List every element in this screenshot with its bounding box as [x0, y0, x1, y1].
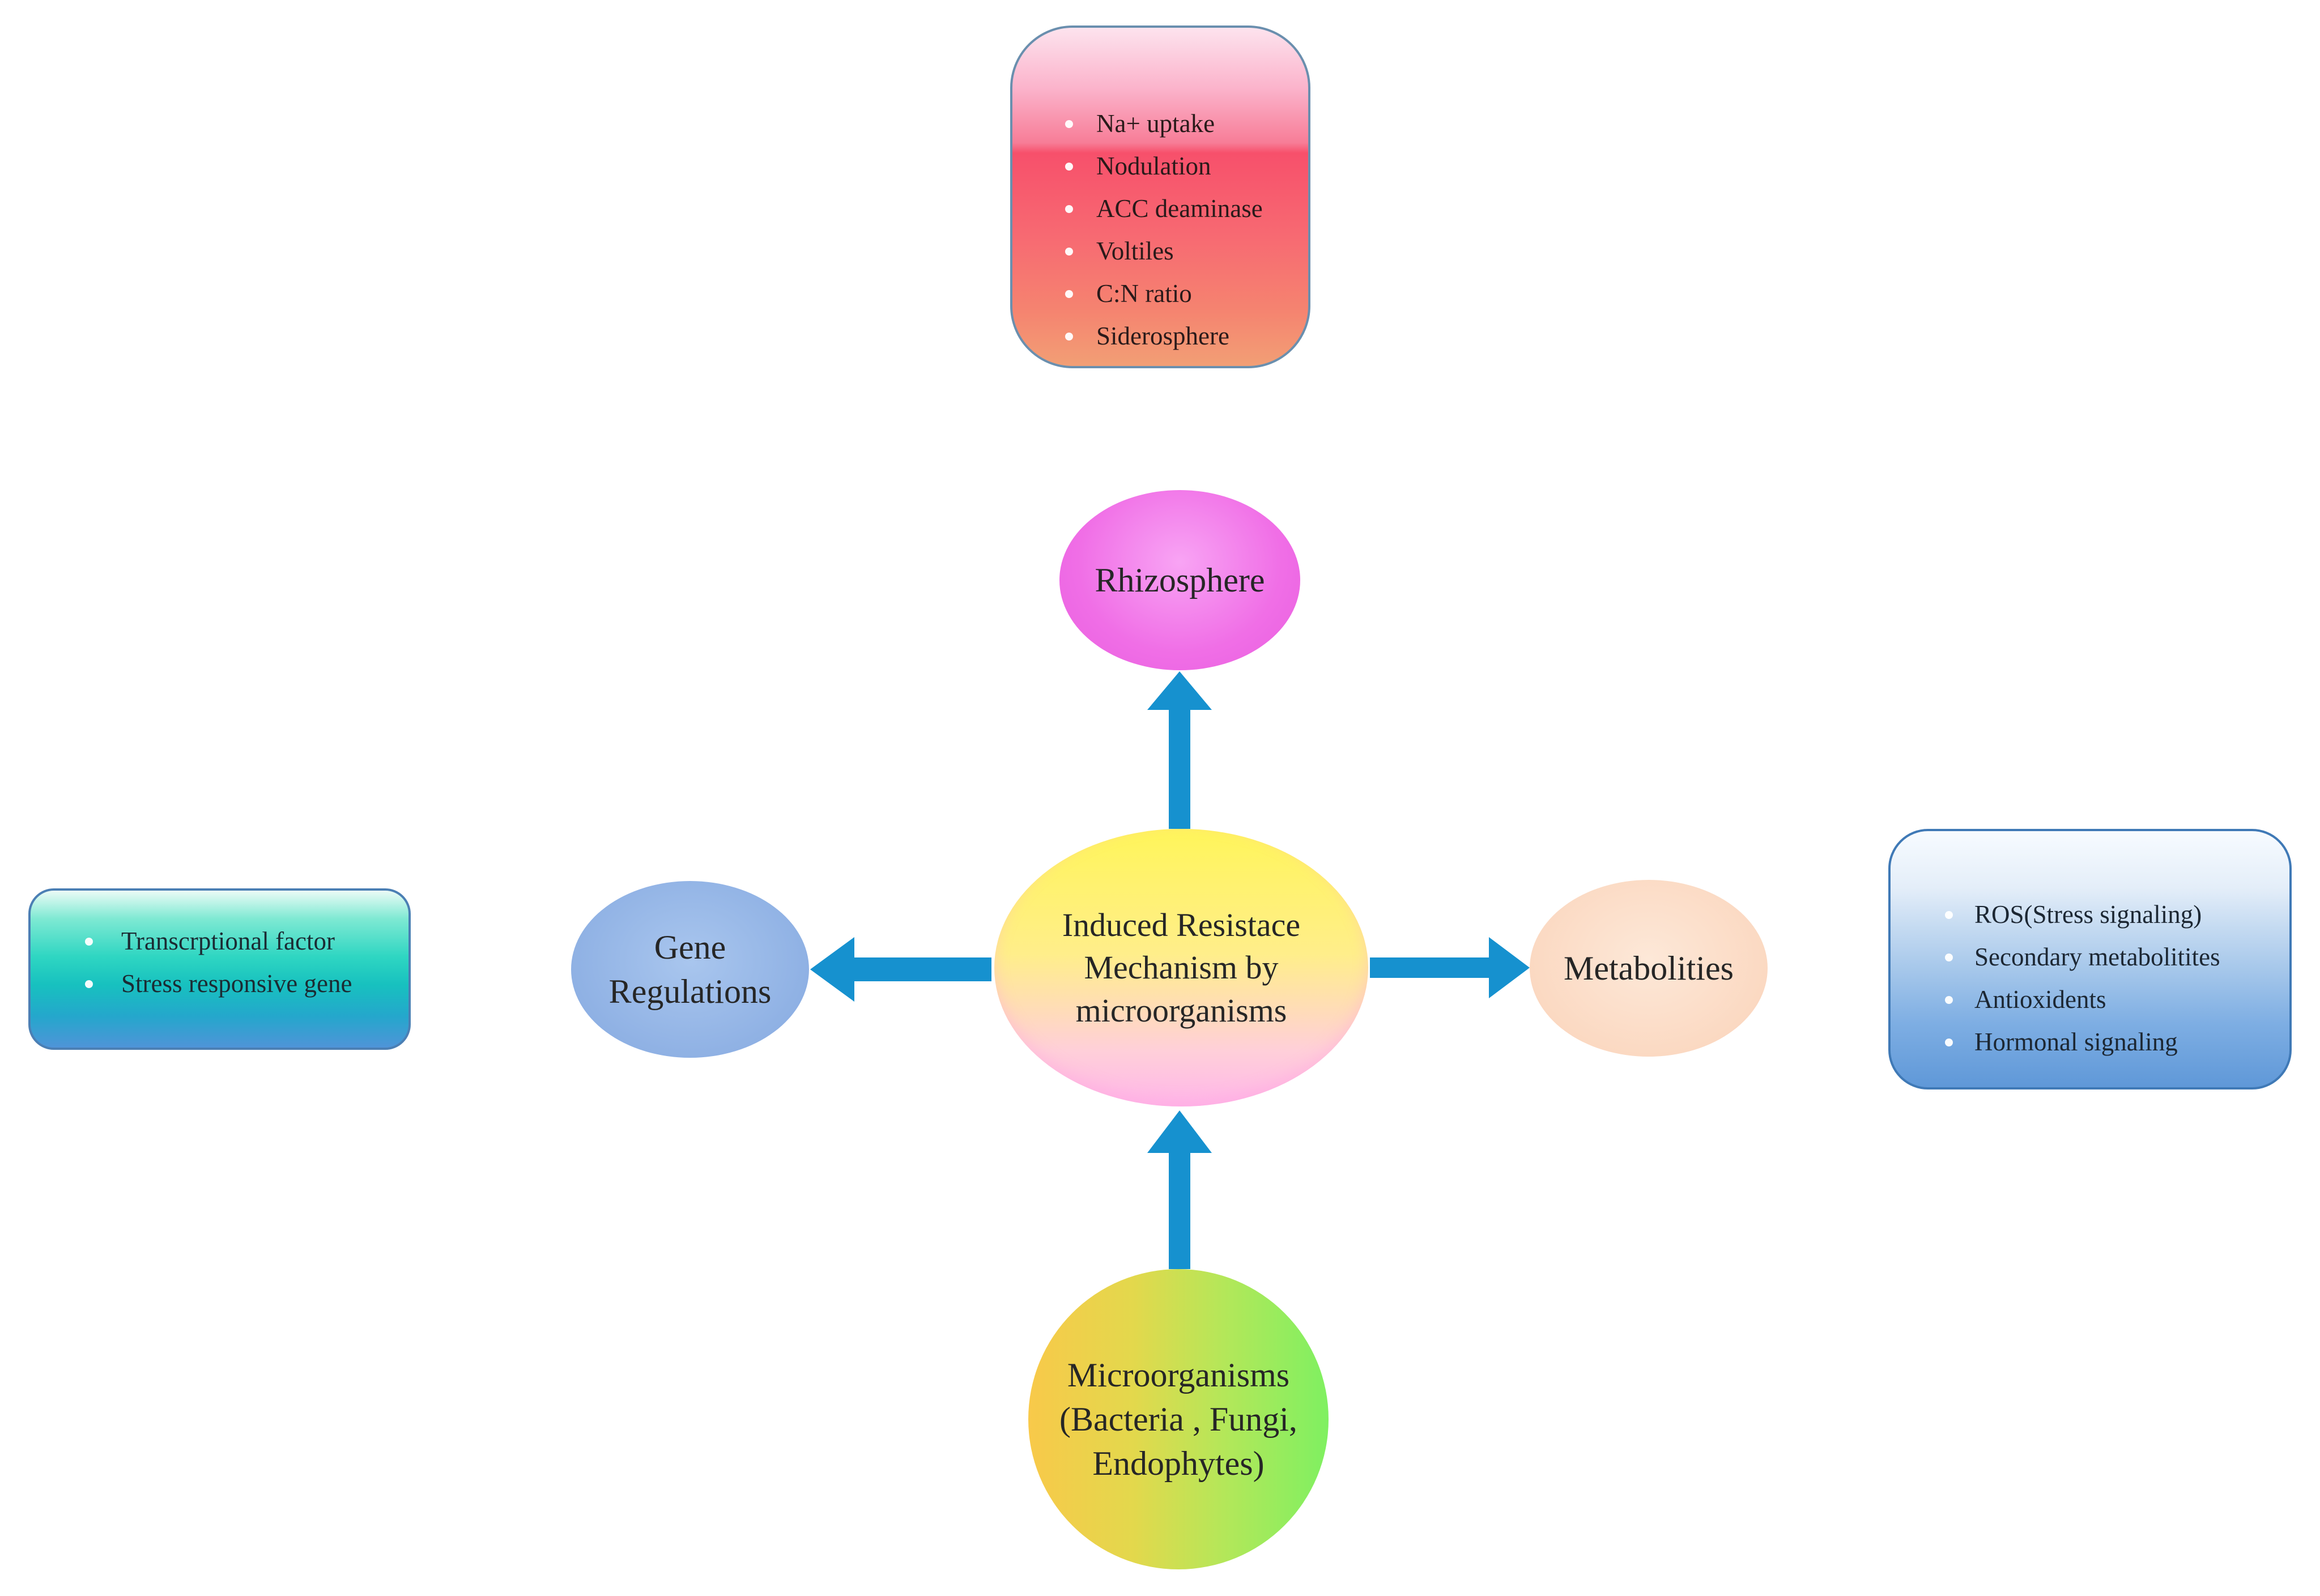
- list-item-text: Nodulation: [1096, 152, 1211, 180]
- gene-regulation-factors-box: Transcrptional factor Stress responsive …: [28, 888, 411, 1050]
- metabolities-factors-box: ROS(Stress signaling) Secondary metaboli…: [1888, 829, 2292, 1089]
- rhizosphere-factors-box: Na+ uptake Nodulation ACC deaminase Volt…: [1010, 25, 1310, 368]
- list-item-text: ROS(Stress signaling): [1974, 900, 2202, 929]
- list-item: Secondary metabolitites: [1891, 936, 2289, 978]
- list-item: Na+ uptake: [1012, 103, 1308, 145]
- list-item: Stress responsive gene: [31, 963, 408, 1005]
- list-item: Voltiles: [1012, 230, 1308, 273]
- rhizosphere-node: Rhizosphere: [1059, 490, 1300, 670]
- list-item-text: C:N ratio: [1096, 279, 1192, 308]
- list-item: ROS(Stress signaling): [1891, 893, 2289, 936]
- bullet-icon: [1065, 332, 1073, 341]
- bullet-icon: [1945, 910, 1953, 919]
- metabolities-factors-list: ROS(Stress signaling) Secondary metaboli…: [1891, 893, 2289, 1063]
- gene-regulations-node: Gene Regulations: [571, 881, 809, 1058]
- list-item: Hormonal signaling: [1891, 1021, 2289, 1063]
- list-item-text: Siderosphere: [1096, 322, 1229, 350]
- bullet-icon: [1065, 205, 1073, 213]
- list-item-text: ACC deaminase: [1096, 194, 1263, 223]
- metabolities-label: Metabolities: [1564, 950, 1734, 987]
- list-item-text: Secondary metabolitites: [1974, 943, 2220, 971]
- bullet-icon: [85, 980, 93, 988]
- central-mechanism-label: Induced Resistace Mechanism by microorga…: [1062, 906, 1301, 1029]
- microorganisms-node: Microorganisms (Bacteria , Fungi, Endoph…: [1028, 1269, 1329, 1569]
- bullet-icon: [85, 937, 93, 946]
- central-mechanism-node: Induced Resistace Mechanism by microorga…: [994, 829, 1368, 1106]
- arrow-left-to-gene-regulations: [810, 937, 991, 1002]
- list-item-text: Voltiles: [1096, 237, 1174, 265]
- bullet-icon: [1065, 290, 1073, 298]
- arrow-right-to-metabolities: [1370, 937, 1530, 998]
- rhizosphere-label: Rhizosphere: [1095, 561, 1265, 599]
- list-item: Siderosphere: [1012, 315, 1308, 357]
- bullet-icon: [1945, 1038, 1953, 1046]
- list-item: C:N ratio: [1012, 273, 1308, 315]
- bullet-icon: [1945, 995, 1953, 1004]
- list-item: Nodulation: [1012, 145, 1308, 188]
- list-item-text: Stress responsive gene: [121, 969, 352, 998]
- list-item: ACC deaminase: [1012, 188, 1308, 230]
- list-item-text: Transcrptional factor: [121, 927, 335, 955]
- list-item: Antioxidents: [1891, 978, 2289, 1021]
- bullet-icon: [1065, 247, 1073, 256]
- gene-regulations-label: Gene Regulations: [608, 929, 772, 1010]
- list-item: Transcrptional factor: [31, 920, 408, 963]
- microorganisms-label: Microorganisms (Bacteria , Fungi, Endoph…: [1059, 1356, 1297, 1482]
- arrow-up-from-microorganisms: [1147, 1110, 1212, 1269]
- list-item-text: Antioxidents: [1974, 985, 2106, 1014]
- bullet-icon: [1065, 120, 1073, 128]
- arrow-up-to-rhizosphere: [1147, 671, 1212, 829]
- bullet-icon: [1945, 953, 1953, 961]
- gene-regulation-factors-list: Transcrptional factor Stress responsive …: [31, 920, 408, 1005]
- rhizosphere-factors-list: Na+ uptake Nodulation ACC deaminase Volt…: [1012, 103, 1308, 357]
- bullet-icon: [1065, 162, 1073, 171]
- list-item-text: Na+ uptake: [1096, 109, 1215, 138]
- list-item-text: Hormonal signaling: [1974, 1028, 2178, 1056]
- metabolities-node: Metabolities: [1530, 880, 1768, 1057]
